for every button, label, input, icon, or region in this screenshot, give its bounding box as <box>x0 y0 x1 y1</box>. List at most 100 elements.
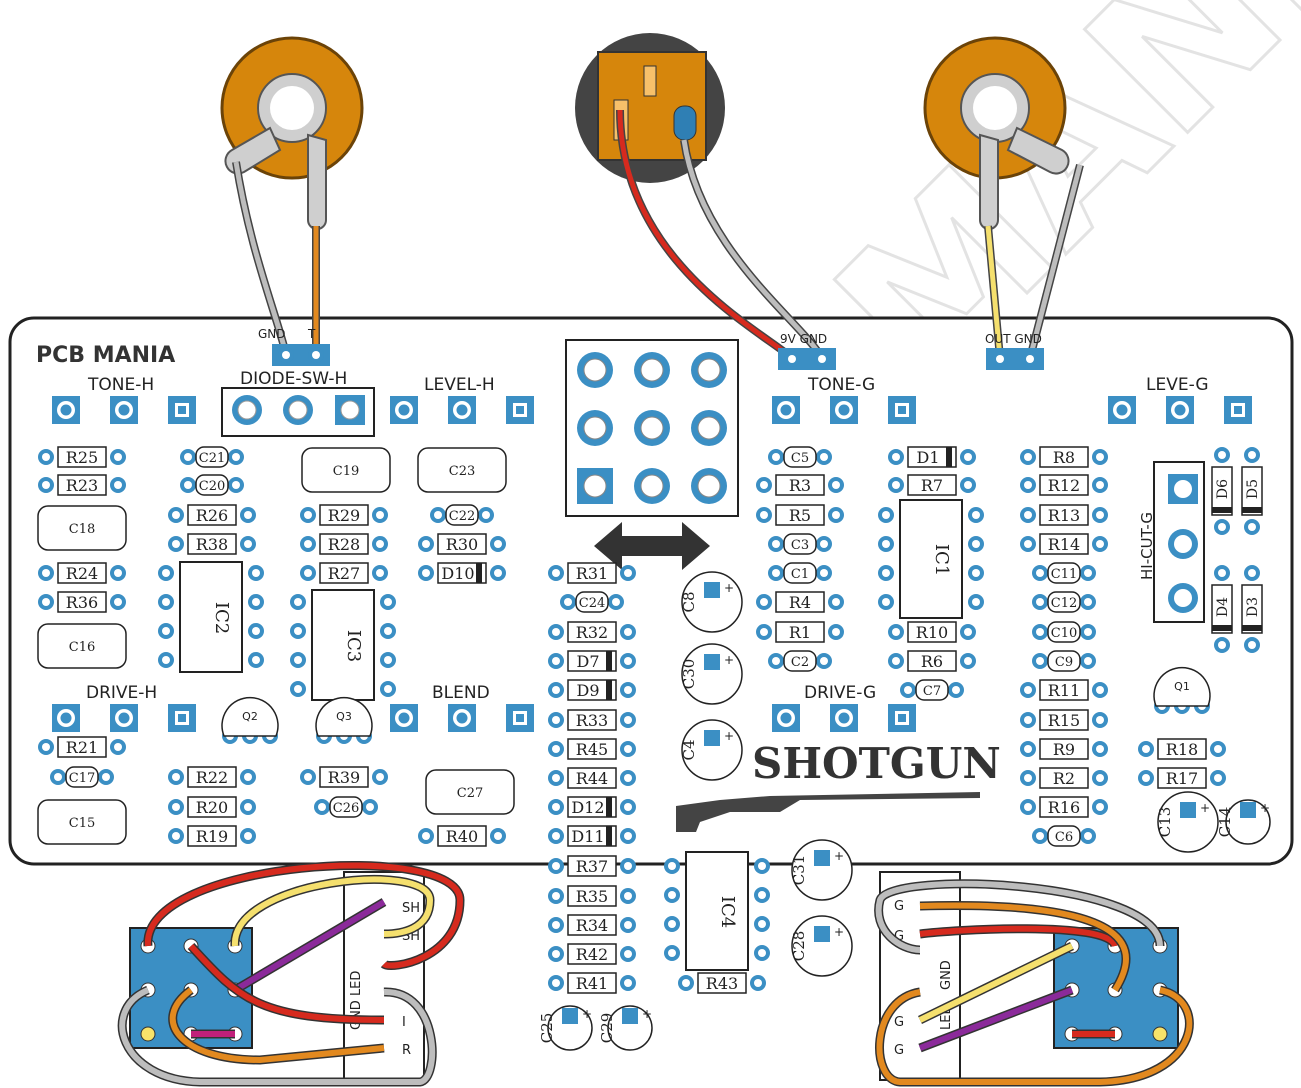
resistor: R34 <box>567 914 617 936</box>
film-cap: C9 <box>1047 650 1081 672</box>
dc-jack[interactable] <box>575 33 725 183</box>
svg-text:C4: C4 <box>680 739 698 760</box>
svg-text:R44: R44 <box>576 769 608 788</box>
svg-text:C29: C29 <box>598 1013 616 1044</box>
svg-text:R9: R9 <box>1053 740 1075 759</box>
svg-text:D10: D10 <box>441 564 474 583</box>
diode: D7 <box>567 650 617 672</box>
electrolytic-cap: C14+ <box>1216 799 1271 845</box>
svg-text:Q3: Q3 <box>336 710 352 723</box>
svg-text:R22: R22 <box>196 768 228 787</box>
svg-text:D11: D11 <box>571 827 604 846</box>
svg-text:R5: R5 <box>789 506 811 525</box>
svg-text:R31: R31 <box>576 564 608 583</box>
electrolytic-cap: C30+ <box>680 643 743 705</box>
resistor: R14 <box>1039 533 1089 555</box>
svg-text:R13: R13 <box>1048 506 1080 525</box>
pot-label-tone-h: TONE-H <box>87 375 154 395</box>
resistor: R1 <box>775 621 825 643</box>
electrolytic-cap: C31+ <box>790 839 853 901</box>
diode: D6 <box>1211 466 1233 516</box>
svg-text:IC3: IC3 <box>343 630 364 662</box>
svg-text:R15: R15 <box>1048 711 1080 730</box>
svg-text:G: G <box>894 929 904 944</box>
svg-text:C5: C5 <box>791 451 809 466</box>
svg-text:GND: GND <box>258 327 286 341</box>
svg-text:C27: C27 <box>457 786 484 801</box>
resistor: R38 <box>187 533 237 555</box>
film-cap: C6 <box>1047 825 1081 847</box>
svg-text:R6: R6 <box>921 652 943 671</box>
pot-label-drive-g: DRIVE-G <box>804 683 876 703</box>
svg-text:DIODE-SW-H: DIODE-SW-H <box>240 369 347 389</box>
svg-text:HI-CUT-G: HI-CUT-G <box>1138 512 1156 580</box>
svg-text:C1: C1 <box>791 567 809 582</box>
svg-text:C7: C7 <box>923 684 941 699</box>
pot-tone-g[interactable] <box>923 36 1070 230</box>
svg-text:C2: C2 <box>791 655 809 670</box>
svg-text:D1: D1 <box>916 448 939 467</box>
svg-text:R2: R2 <box>1053 769 1075 788</box>
resistor: R25 <box>57 446 107 468</box>
svg-text:C30: C30 <box>680 659 698 690</box>
ic3-chip: IC3 <box>311 589 375 701</box>
svg-text:R26: R26 <box>196 506 228 525</box>
transistor: Q2 <box>221 696 279 737</box>
resistor: R17 <box>1157 767 1207 789</box>
film-cap: C1 <box>783 562 817 584</box>
transistor: Q3 <box>315 696 373 737</box>
hicut-switch[interactable]: HI-CUT-G <box>1138 461 1205 623</box>
svg-text:R24: R24 <box>66 564 98 583</box>
svg-text:G: G <box>894 1043 904 1058</box>
svg-text:R28: R28 <box>328 535 360 554</box>
svg-text:R32: R32 <box>576 623 608 642</box>
svg-text:+: + <box>1200 801 1210 815</box>
svg-text:+: + <box>1260 801 1270 815</box>
resistor: R23 <box>57 474 107 496</box>
svg-text:R30: R30 <box>446 535 478 554</box>
svg-text:C28: C28 <box>790 931 808 962</box>
svg-text:D12: D12 <box>571 798 604 817</box>
svg-text:R37: R37 <box>576 857 608 876</box>
svg-text:TONE-G: TONE-G <box>807 375 875 395</box>
diode: D1 <box>907 446 957 468</box>
switch-right[interactable]: GND LED G G G G <box>879 871 1179 1081</box>
resistor: R29 <box>319 504 369 526</box>
resistor: R44 <box>567 767 617 789</box>
svg-text:SH: SH <box>402 901 420 916</box>
svg-text:+: + <box>582 1007 592 1021</box>
svg-text:R42: R42 <box>576 945 608 964</box>
pot-diode-sw-h[interactable] <box>220 36 364 230</box>
svg-text:LEVE-G: LEVE-G <box>1146 375 1209 395</box>
svg-text:T: T <box>307 327 316 341</box>
film-cap: C26 <box>329 796 363 818</box>
pot-label-level-h: LEVEL-H <box>424 375 495 395</box>
svg-text:+: + <box>724 581 734 595</box>
footswitch-3pdt[interactable] <box>565 339 739 517</box>
svg-text:D4: D4 <box>1215 597 1231 617</box>
double-arrow-icon <box>594 522 710 570</box>
svg-text:R34: R34 <box>576 916 608 935</box>
svg-text:IC2: IC2 <box>211 602 232 634</box>
resistor: R15 <box>1039 709 1089 731</box>
resistor: R6 <box>907 650 957 672</box>
resistor: R2 <box>1039 767 1089 789</box>
svg-text:BLEND: BLEND <box>432 683 490 703</box>
svg-text:R17: R17 <box>1166 769 1198 788</box>
pot-label-tone-g: TONE-G <box>807 375 875 395</box>
pot-label-diode-sw: DIODE-SW-H <box>240 369 347 389</box>
svg-text:G: G <box>894 1015 904 1030</box>
resistor: R43 <box>697 972 747 994</box>
svg-text:R12: R12 <box>1048 476 1080 495</box>
svg-text:R25: R25 <box>66 448 98 467</box>
svg-text:D9: D9 <box>576 681 599 700</box>
svg-text:C6: C6 <box>1055 830 1073 845</box>
pot-label-drive-h: DRIVE-H <box>86 683 157 703</box>
box-cap: C19 <box>301 447 391 493</box>
svg-text:DRIVE-G: DRIVE-G <box>804 683 876 703</box>
svg-text:R29: R29 <box>328 506 360 525</box>
svg-text:C18: C18 <box>69 522 96 537</box>
svg-text:R23: R23 <box>66 476 98 495</box>
resistor: R24 <box>57 562 107 584</box>
electrolytic-cap: C25+ <box>538 1005 593 1051</box>
